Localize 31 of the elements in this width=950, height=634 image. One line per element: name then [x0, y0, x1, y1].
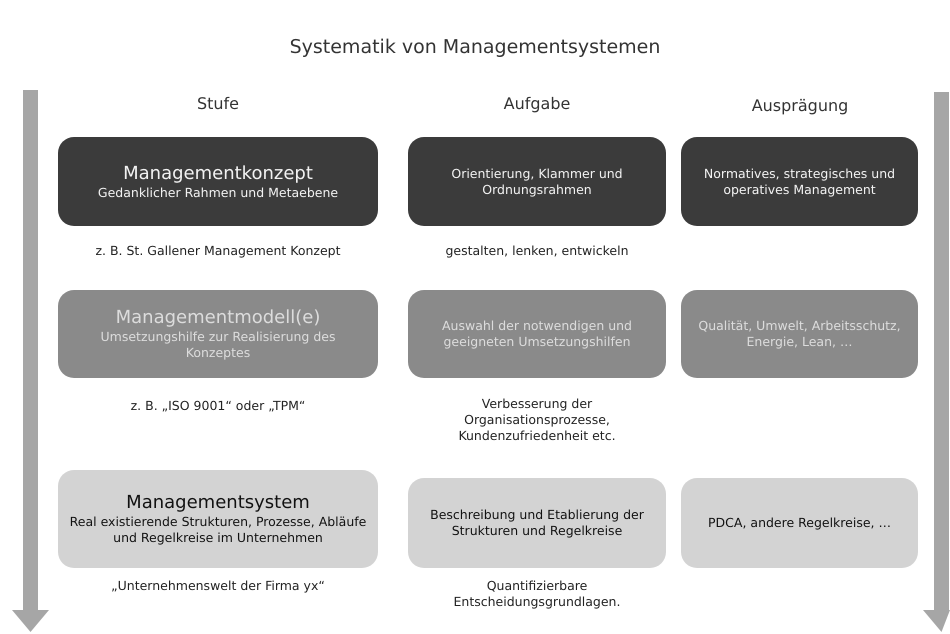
- box-heading: Managementkonzept: [123, 162, 313, 184]
- box-text: Real existierende Strukturen, Prozesse, Abläufe und Regelkreise im Unternehmen: [68, 514, 368, 546]
- box-text: Normatives, strategisches und operatives Management: [702, 166, 896, 198]
- example-text: z. B. „ISO 9001“ oder „TPM“: [130, 398, 306, 414]
- box-heading: Managementsystem: [126, 492, 310, 514]
- rounded-box: [58, 137, 378, 226]
- rounded-box: [408, 290, 666, 378]
- box-heading: Managementmodell(e): [116, 307, 320, 329]
- rounded-box: [681, 290, 918, 378]
- box-text: Gedanklicher Rahmen und Metaebene: [98, 184, 338, 200]
- box-text: Auswahl der notwendigen und geeigneten Umsetzungshilfen: [441, 318, 633, 350]
- column-header: Aufgabe: [504, 96, 570, 112]
- box-text: PDCA, andere Regelkreise, …: [708, 515, 891, 531]
- box-text: Beschreibung und Etablierung der Strukturen und Regelkreise: [429, 507, 645, 539]
- rounded-box: [681, 137, 918, 226]
- example-text: Verbesserung der Organisationsprozesse, Kundenzufriedenheit etc.: [457, 396, 617, 444]
- column-header: Ausprägung: [752, 98, 848, 114]
- example-text: „Unternehmenswelt der Firma yx“: [110, 578, 326, 594]
- example-text: gestalten, lenken, entwickeln: [444, 243, 630, 259]
- diagram-title: Systematik von Managementsystemen: [288, 36, 662, 58]
- box-text: Orientierung, Klammer und Ordnungsrahmen: [450, 166, 624, 198]
- example-text: Quantifizierbare Entscheidungsgrundlagen.: [452, 578, 622, 610]
- rounded-box: [681, 478, 918, 568]
- column-header: Stufe: [196, 96, 240, 112]
- rounded-box: [58, 290, 378, 378]
- example-text: z. B. St. Gallener Management Konzept: [94, 243, 342, 259]
- rounded-box: [58, 470, 378, 568]
- box-text: Umsetzungshilfe zur Realisierung des Konzeptes: [100, 329, 336, 361]
- rounded-box: [408, 137, 666, 226]
- rounded-box: [408, 478, 666, 568]
- box-text: Qualität, Umwelt, Arbeitsschutz, Energie, Lean, …: [697, 318, 902, 350]
